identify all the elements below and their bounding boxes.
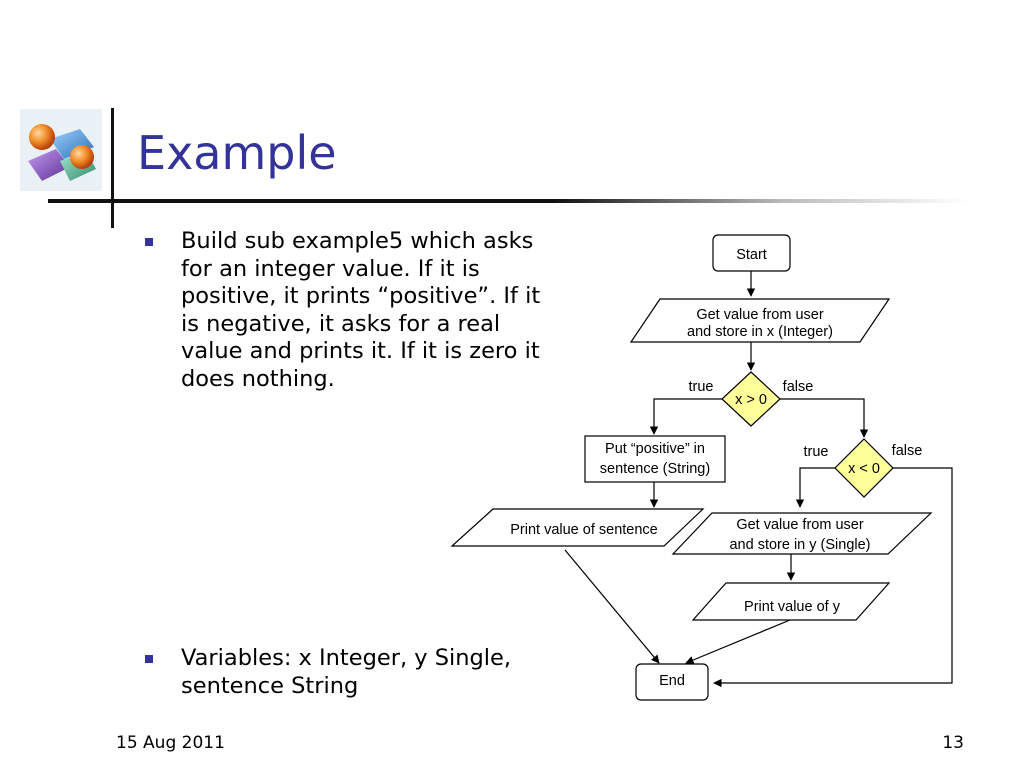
end-node — [635, 663, 709, 701]
connector-decision1-false — [780, 398, 869, 438]
input-y-label-line1: Get value from user — [736, 517, 863, 533]
start-label: Start — [736, 247, 767, 263]
bullet-text: Variables: x Integer, y Single, sentence… — [181, 645, 512, 699]
print-y-node — [691, 582, 891, 621]
decision2-label: x < 0 — [848, 461, 880, 477]
input-y-node — [671, 512, 933, 555]
decision1-label: x > 0 — [735, 392, 767, 408]
decision1-true-label: true — [689, 379, 714, 395]
connector-print-sentence-end — [564, 549, 660, 664]
decision2-node — [834, 438, 894, 498]
slide-title: Example — [137, 126, 337, 180]
bullet-square-icon — [145, 655, 153, 663]
title-vertical-rule — [111, 108, 114, 228]
print-y-label: Print value of y — [744, 599, 841, 615]
start-node — [712, 234, 791, 272]
assign-positive-line2: sentence (String) — [600, 461, 710, 477]
connector-decision2-true — [795, 467, 835, 508]
input-x-node — [629, 298, 891, 343]
input-y-label-line2: and store in y (Single) — [729, 537, 870, 553]
decision2-false-label: false — [892, 443, 923, 459]
assign-positive-line1: Put “positive” in — [605, 441, 705, 457]
bullet-item: Variables: x Integer, y Single, sentence… — [145, 645, 545, 700]
connector-print-y-end — [685, 619, 791, 664]
bullet-item: Build sub example5 which asks for an int… — [145, 228, 545, 393]
connector-decision1-true — [649, 398, 722, 435]
logo-image — [20, 109, 102, 191]
input-x-label-line2: and store in x (Integer) — [687, 324, 833, 340]
decision1-false-label: false — [783, 379, 814, 395]
print-sentence-label: Print value of sentence — [510, 522, 658, 538]
input-x-label-line1: Get value from user — [696, 307, 823, 323]
connector-decision2-false — [713, 467, 953, 688]
bullet-square-icon — [145, 238, 153, 246]
page-number: 13 — [942, 733, 964, 753]
decision2-true-label: true — [804, 444, 829, 460]
decision1-node — [721, 371, 781, 427]
footer-date: 15 Aug 2011 — [116, 733, 225, 753]
print-sentence-node — [450, 508, 705, 547]
end-label: End — [659, 673, 685, 689]
assign-positive-node — [584, 435, 726, 483]
title-horizontal-rule — [48, 199, 968, 203]
bullet-text: Build sub example5 which asks for an int… — [181, 228, 541, 392]
